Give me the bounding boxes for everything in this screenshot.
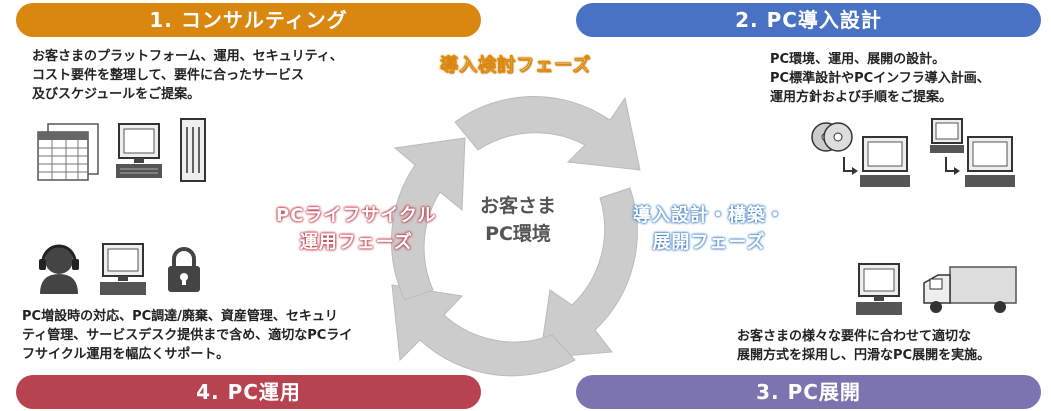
phase-intro-label: 導入検討フェーズ [440, 52, 591, 79]
step-1-line-1: お客さまのプラットフォーム、運用、セキュリティ、 [32, 49, 343, 64]
spreadsheet-document-icon [37, 123, 99, 181]
step-1-line-3: 及びスケジュールをご提案。 [32, 87, 201, 102]
phase-intro-line-1: 導入検討フェーズ [440, 55, 592, 77]
step-3-banner: 3. PC展開 [576, 375, 1041, 409]
pc-to-pc-icon [930, 118, 1015, 187]
step-3-line-1: お客さまの様々な要件に合わせて適切な [737, 329, 972, 344]
cycle-arrow-bottom [391, 284, 576, 377]
step-1-description: お客さまのプラットフォーム、運用、セキュリティ、 コスト要件を整理して、要件に合… [32, 47, 343, 104]
phase-lifecycle-line-1: PCライフサイクル [276, 205, 437, 226]
center-line-1: お客さま [479, 195, 556, 217]
step-3-line-2: 展開方式を採用し、円滑なPC展開を実施。 [737, 348, 991, 363]
cd-to-pc-icon [811, 122, 910, 187]
step-2-description: PC環境、運用、展開の設計。 PC標準設計やPCインフラ導入計画、 運用方針およ… [770, 50, 990, 107]
step-2-line-1: PC環境、運用、展開の設計。 [770, 52, 946, 67]
step-1-line-2: コスト要件を整理して、要件に合ったサービス [32, 68, 304, 83]
headset-operator-icon [39, 244, 79, 294]
step-2-line-3: 運用方針および手順をご提案。 [770, 90, 953, 105]
cycle-arrow-right [539, 187, 638, 359]
desktop-computer-icon [116, 123, 162, 178]
cycle-arrow-top [454, 96, 641, 171]
phase-design-line-2: 展開フェーズ [652, 232, 766, 253]
cycle-arrow-left [391, 137, 466, 301]
step-4-line-1: PC増設時の対応、PC調達/廃棄、資産管理、セキュリ [22, 309, 338, 324]
phase-lifecycle-line-2: 運用フェーズ [299, 232, 413, 253]
center-label: お客さま PC環境 [478, 192, 558, 248]
desktop-computer-icon [856, 263, 902, 315]
padlock-icon [168, 247, 200, 292]
step-2-banner: 2. PC導入設計 [576, 3, 1041, 37]
step-4-line-3: フサイクル運用を幅広くサポート。 [22, 347, 230, 362]
step-4-line-2: ティ管理、サービスデスク提供まで含め、適切なPCライ [22, 328, 353, 343]
delivery-truck-icon [923, 266, 1017, 313]
phase-lifecycle-label: PCライフサイクル 運用フェーズ [276, 202, 437, 256]
step-1-banner: 1. コンサルティング [16, 3, 481, 37]
step-2-line-2: PC標準設計やPCインフラ導入計画、 [770, 71, 990, 86]
step-4-banner: 4. PC運用 [16, 375, 481, 409]
phase-design-label: 導入設計・構築・ 展開フェーズ [633, 202, 785, 256]
step-3-description: お客さまの様々な要件に合わせて適切な 展開方式を採用し、円滑なPC展開を実施。 [737, 327, 990, 365]
center-line-2: PC環境 [485, 223, 551, 245]
phase-design-line-1: 導入設計・構築・ [633, 205, 785, 226]
server-tower-icon [180, 118, 206, 182]
step-4-description: PC増設時の対応、PC調達/廃棄、資産管理、セキュリ ティ管理、サービスデスク提… [22, 307, 352, 364]
desktop-computer-icon [100, 243, 146, 295]
